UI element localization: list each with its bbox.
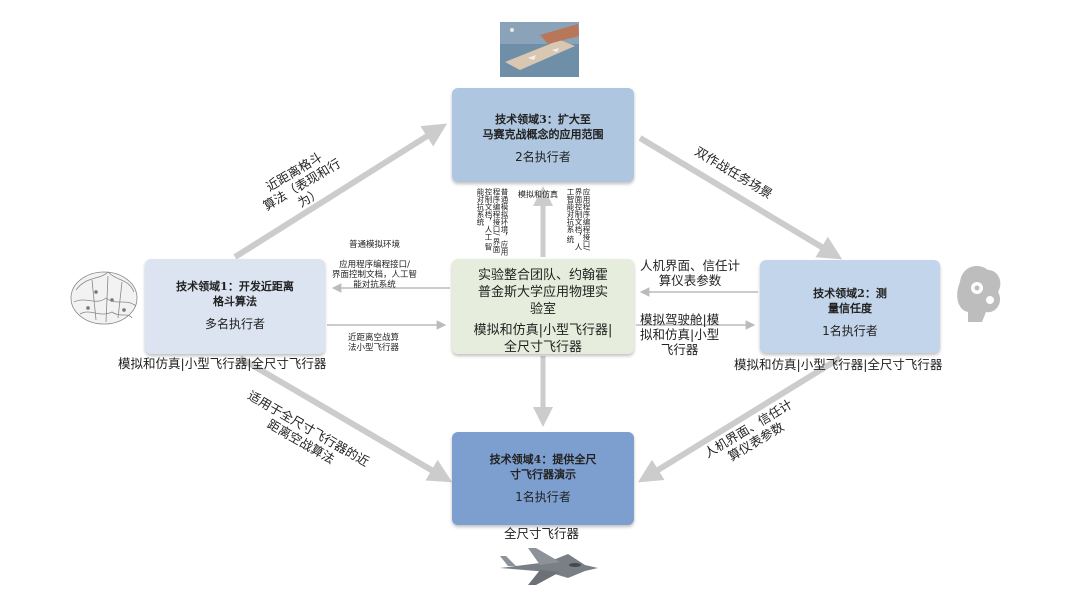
arrow-ta2-to-ta4 bbox=[645, 358, 840, 478]
ta3-subtitle: 2名执行者 bbox=[452, 148, 634, 165]
aerial-carrier-photo bbox=[500, 22, 579, 77]
ta4-caption: 全尺寸飞行器 bbox=[504, 526, 579, 541]
ta2-subtitle: 1名执行者 bbox=[760, 322, 940, 339]
ta4-box: 技术领域4：提供全尺 寸飞行器演示 1名执行者 bbox=[452, 432, 634, 525]
ta1-subtitle: 多名执行者 bbox=[145, 315, 325, 332]
ta3-title: 技术领域3：扩大至 马赛克战概念的应用范围 bbox=[452, 112, 634, 142]
arrow-ta3-to-ta2 bbox=[640, 138, 835, 255]
ta3-box: 技术领域3：扩大至 马赛克战概念的应用范围 2名执行者 bbox=[452, 88, 634, 182]
label-center-to-ta2: 模拟驾驶舱|模 拟和仿真|小型 飞行器 bbox=[640, 312, 719, 357]
center-title: 实验整合团队、约翰霍 普金斯大学应用物理实 验室 bbox=[452, 267, 634, 318]
brain-network-icon bbox=[71, 272, 137, 324]
label-center-to-ta1: 普通模拟环境 应用程序编程接口/ 界面控制文档，人工智 能对抗系统 bbox=[332, 240, 417, 290]
label-ta3-center-right: 应用程序编程接口/ 界面控制文档， 人工智能对抗系 统 bbox=[566, 188, 590, 256]
ta2-box: 技术领域2：测 量信任度 1名执行者 bbox=[760, 260, 940, 353]
ta1-title: 技术领域1：开发近距离 格斗算法 bbox=[145, 279, 325, 309]
label-ta3-center-left: 普通模拟环境，应用 程序编程接口/ 界面控制文档，人工 智能对抗系统 bbox=[476, 188, 508, 256]
ta1-caption: 模拟和仿真|小型飞行器|全尺寸飞行器 bbox=[118, 356, 326, 371]
ta4-title: 技术领域4：提供全尺 寸飞行器演示 bbox=[452, 452, 634, 482]
ta1-box: 技术领域1：开发近距离 格斗算法 多名执行者 bbox=[145, 259, 325, 354]
center-box: 实验整合团队、约翰霍 普金斯大学应用物理实 验室 模拟和仿真|小型飞行器| 全尺… bbox=[452, 259, 634, 354]
label-ta1-to-center: 近距离空战算 法小型飞行器 bbox=[348, 333, 399, 353]
fighter-jet-image bbox=[500, 548, 598, 585]
ta2-title: 技术领域2：测 量信任度 bbox=[760, 286, 940, 316]
ta2-caption: 模拟和仿真|小型飞行器|全尺寸飞行器 bbox=[734, 357, 942, 372]
ta4-subtitle: 1名执行者 bbox=[452, 488, 634, 505]
label-ta3-center-mid: 模拟和仿真 bbox=[518, 190, 558, 200]
center-subtitle: 模拟和仿真|小型飞行器| 全尺寸飞行器 bbox=[452, 322, 634, 356]
brain-gears-icon bbox=[957, 266, 1000, 322]
label-ta2-to-center: 人机界面、信任计 算仪表参数 bbox=[640, 258, 740, 288]
